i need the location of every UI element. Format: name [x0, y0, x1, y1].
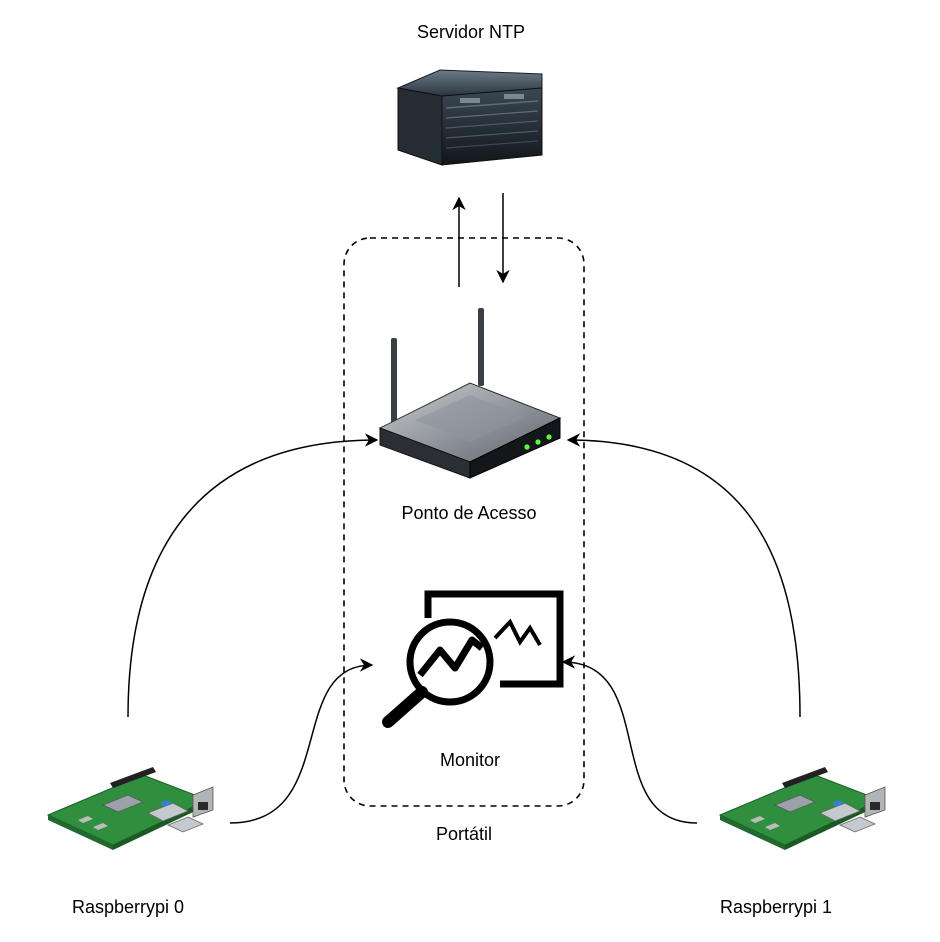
arrow-rpi0-to-monitor — [229, 658, 374, 824]
router-icon — [378, 308, 562, 479]
server-icon — [396, 69, 543, 166]
monitor-label: Monitor — [439, 750, 501, 770]
raspberry-pi-board-icon — [46, 767, 214, 850]
access-point-label: Ponto de Acesso — [401, 503, 537, 523]
raspberry-pi-board-icon — [718, 767, 886, 850]
group-label: Portátil — [435, 824, 493, 844]
ntp-server-label: Servidor NTP — [416, 22, 526, 42]
monitor-magnifier-icon — [382, 590, 564, 728]
portatil-group-border — [343, 237, 585, 807]
arrow-rpi1-to-monitor — [561, 655, 698, 824]
arrow-rpi0-to-ap — [127, 433, 379, 718]
arrow-rpi1-to-ap — [566, 433, 801, 718]
rpi1-label: Raspberrypi 1 — [719, 897, 833, 917]
rpi0-label: Raspberrypi 0 — [71, 897, 185, 917]
